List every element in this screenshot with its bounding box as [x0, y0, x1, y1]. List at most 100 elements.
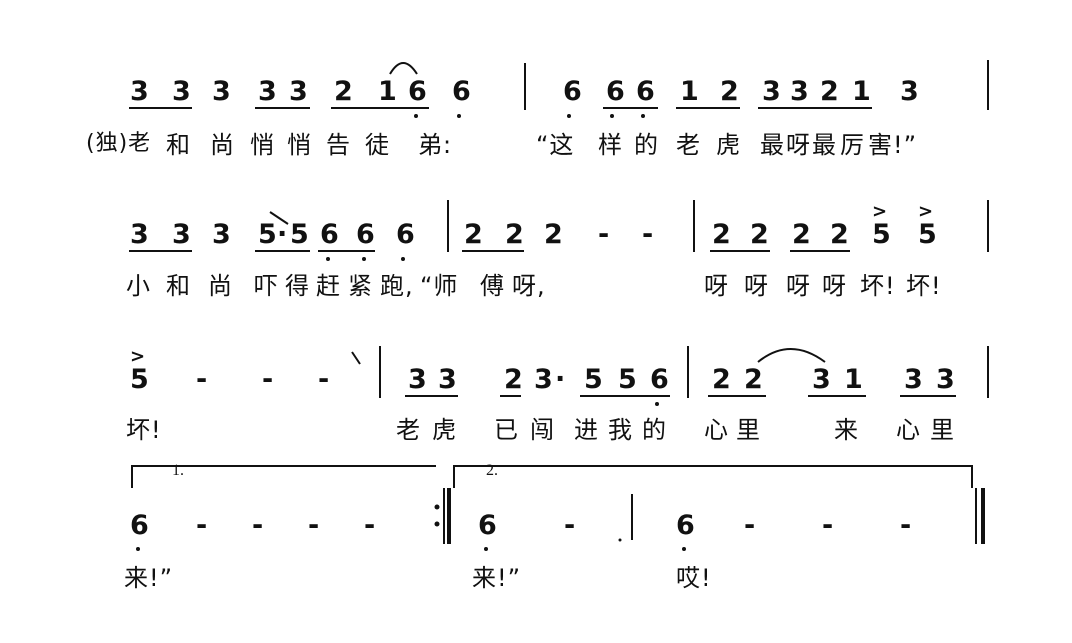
note: 6 — [408, 76, 427, 107]
lyric: 厉 — [840, 131, 865, 159]
note: 2 — [544, 219, 563, 250]
note: 2 — [504, 364, 523, 395]
lyric: 害!” — [868, 131, 918, 159]
note: 1 — [852, 76, 871, 107]
lyric: 尚 — [210, 131, 235, 159]
lyric: 来!” — [472, 564, 522, 592]
octave-dot — [641, 114, 645, 118]
note: 2 — [720, 76, 739, 107]
lyric: 小 — [126, 272, 151, 300]
repeat-dot — [434, 521, 440, 527]
glide-mark — [269, 211, 289, 225]
lyric: 坏! — [860, 272, 896, 300]
lyric: 悄 — [250, 131, 275, 159]
lyric: 徒 — [365, 131, 390, 159]
lyric: “这 — [536, 131, 575, 159]
note: 5 — [918, 219, 937, 250]
octave-dot — [484, 547, 488, 551]
note: 1 — [680, 76, 699, 107]
note: 6 — [606, 76, 625, 107]
lyric: 闯 — [530, 416, 555, 444]
octave-dot — [136, 547, 140, 551]
lyric: 已 — [494, 416, 519, 444]
lyric: 老 — [676, 131, 701, 159]
note: 3 — [900, 76, 919, 107]
lyric: 最 — [812, 131, 837, 159]
accent-mark: > — [130, 346, 146, 367]
lyric: 呀 — [786, 272, 811, 300]
lyric: 赶 — [316, 272, 341, 300]
note: 2 — [744, 364, 763, 395]
lyric: 样 — [598, 131, 623, 159]
volta-2-bracket — [453, 465, 973, 488]
lyric: 哎! — [676, 564, 712, 592]
note: 6 — [478, 510, 497, 541]
lyric: 坏! — [126, 416, 162, 444]
octave-dot — [610, 114, 614, 118]
note: 3 — [130, 219, 149, 250]
octave-dot — [682, 547, 686, 551]
note: 3 — [762, 76, 781, 107]
lyric: (独)老 — [86, 131, 152, 156]
note: 5 — [290, 219, 309, 250]
dash: - — [318, 364, 330, 395]
note: 3 — [534, 364, 553, 395]
note: 2 — [820, 76, 839, 107]
lyric: 和 — [166, 131, 191, 159]
lyric: 告 — [326, 131, 351, 159]
dash: - — [564, 510, 576, 541]
lyric: 心 — [896, 416, 921, 444]
lyric: 里 — [736, 416, 761, 444]
dash: - — [308, 510, 320, 541]
note: 6 — [636, 76, 655, 107]
note: 2 — [464, 219, 483, 250]
octave-dot — [401, 257, 405, 261]
slur — [757, 348, 826, 363]
lyric: 来 — [834, 416, 859, 444]
lyric: 来!” — [124, 564, 174, 592]
note: 3 — [172, 219, 191, 250]
slur — [389, 62, 418, 75]
dash: - — [252, 510, 264, 541]
lyric: 悄 — [287, 131, 312, 159]
lyric: 我 — [608, 416, 633, 444]
lyric: 尚 — [208, 272, 233, 300]
dash: - — [822, 510, 834, 541]
note: 5 — [258, 219, 277, 250]
lyric: 呀 — [704, 272, 729, 300]
lyric: 呀, — [512, 272, 546, 300]
lyric: “师 — [420, 272, 459, 300]
lyric: 紧 — [348, 272, 373, 300]
note: 3 — [904, 364, 923, 395]
note: 3 — [289, 76, 308, 107]
note: 1 — [844, 364, 863, 395]
lyric: 最 — [760, 131, 785, 159]
note: 3 — [212, 76, 231, 107]
octave-dot — [362, 257, 366, 261]
note: 5 — [584, 364, 603, 395]
dot: · — [555, 364, 566, 395]
lyric: 弟: — [418, 131, 453, 159]
octave-dot — [414, 114, 418, 118]
octave-dot — [655, 402, 659, 406]
note: 3 — [812, 364, 831, 395]
note: 2 — [750, 219, 769, 250]
note: 3 — [212, 219, 231, 250]
lyric: 呀 — [744, 272, 769, 300]
note: 2 — [792, 219, 811, 250]
lyric: 坏! — [906, 272, 942, 300]
stray-dot — [618, 538, 622, 542]
lyric: 老 — [396, 416, 421, 444]
note: 2 — [334, 76, 353, 107]
note: 6 — [356, 219, 375, 250]
lyric: 呀 — [822, 272, 847, 300]
dash: - — [262, 364, 274, 395]
note: 3 — [408, 364, 427, 395]
note: 6 — [320, 219, 339, 250]
lyric: 进 — [574, 416, 599, 444]
lyric: 傅 — [480, 272, 505, 300]
lyric: 跑, — [380, 272, 414, 300]
lyric: 心 — [704, 416, 729, 444]
lyric: 吓 — [254, 272, 279, 300]
